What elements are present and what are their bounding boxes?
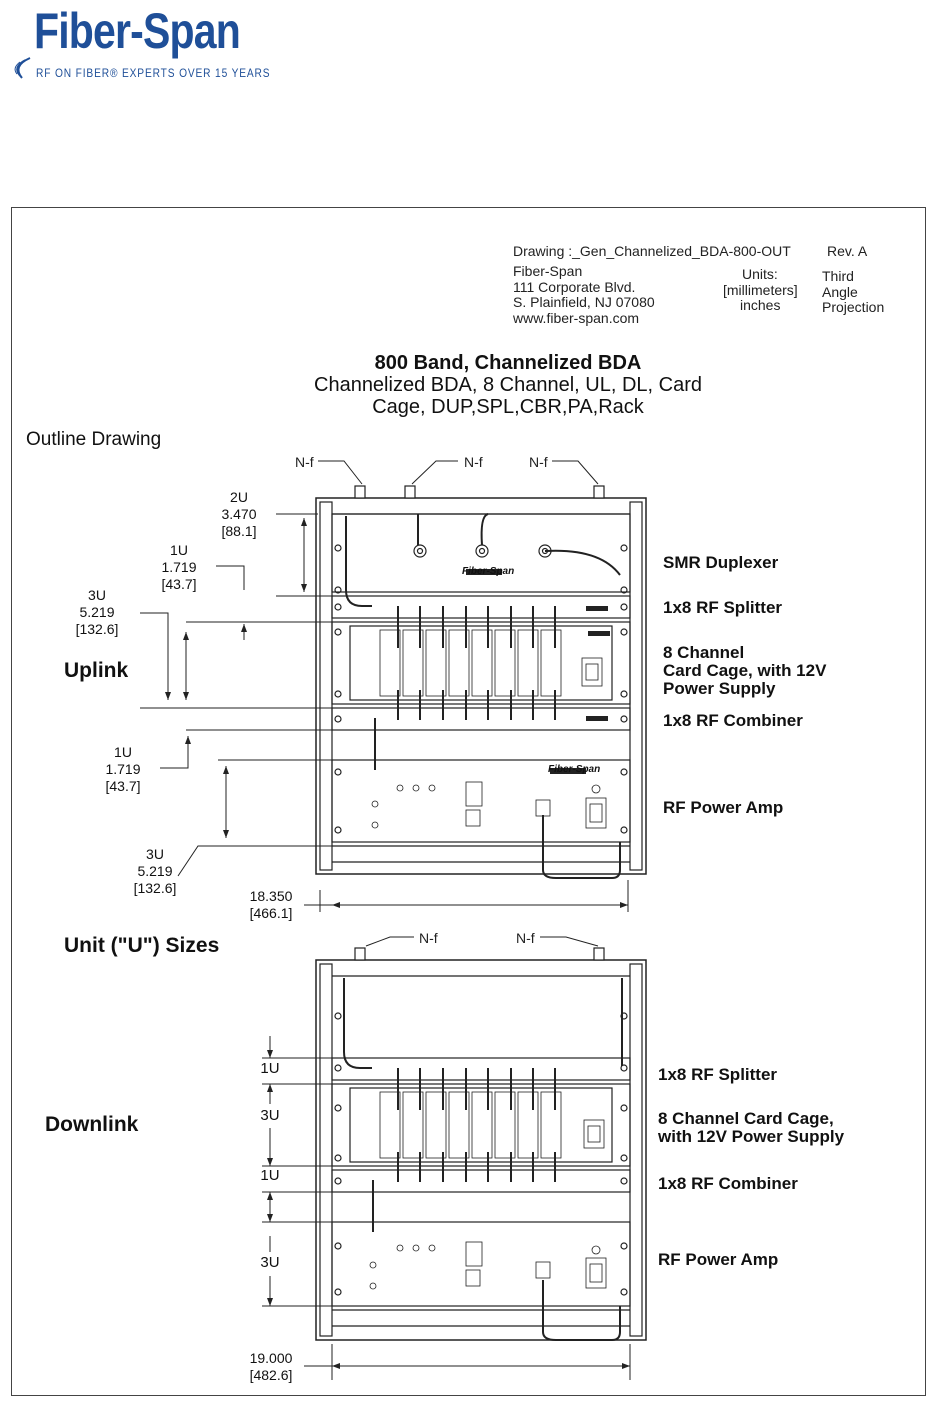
dim-3u-unit: 3U (88, 587, 106, 603)
downlink-unit-3u: 3U (260, 1107, 280, 1124)
dim-1u-inches: 1.719 (161, 559, 197, 575)
projection-line-2: Angle (822, 284, 858, 300)
downlink-channel-jumpers (397, 1068, 556, 1182)
dim-2u-mm: [88.1] (221, 523, 257, 539)
downlink-unit-1u-b: 1U (260, 1167, 280, 1184)
dim-3u-inches: 5.219 (79, 604, 115, 620)
outline-drawing-label: Outline Drawing (26, 429, 162, 450)
downlink-connector-1-label: N-f (419, 930, 438, 946)
downlink-channel-cards (379, 1091, 605, 1159)
downlink-width-mm: [482.6] (249, 1367, 293, 1383)
drawing-subtitle-2: Cage, DUP,SPL,CBR,PA,Rack (372, 396, 644, 418)
downlink-connector-2-label: N-f (516, 930, 535, 946)
uplink-channel-jumpers (397, 606, 556, 720)
drawing-frame (11, 207, 926, 1396)
downlink-unit-3u-b: 3U (260, 1254, 280, 1271)
dim-1u-b-unit: 1U (114, 744, 132, 760)
drawing-subtitle-1: Channelized BDA, 8 Channel, UL, DL, Card (314, 374, 702, 396)
uplink-connector-icons (354, 485, 605, 558)
uplink-channel-cards (379, 629, 603, 697)
drawing-title: 800 Band, Channelized BDA (374, 352, 642, 374)
uplink-connector-leaders (318, 460, 599, 485)
downlink-amp-details (369, 1241, 607, 1290)
uplink-cables (345, 513, 621, 879)
address-line-2: S. Plainfield, NJ 07080 (513, 294, 655, 310)
projection-line-3: Projection (822, 299, 885, 315)
website: www.fiber-span.com (513, 310, 640, 326)
dim-3u-mm: [132.6] (75, 621, 119, 637)
uplink-amp-details (371, 781, 607, 829)
uplink-combiner-label: 1x8 RF Combiner (663, 711, 803, 730)
downlink-card-cage-label-1: 8 Channel Card Cage, (658, 1109, 834, 1128)
uplink-splitter-label: 1x8 RF Splitter (663, 598, 783, 617)
uplink-amp-brand: Fiber-Span (548, 764, 601, 775)
dim-3u-b-inches: 5.219 (137, 863, 173, 879)
uplink-power-amp-label: RF Power Amp (663, 798, 784, 817)
dim-1u-mm: [43.7] (161, 576, 197, 592)
dim-1u-b-inches: 1.719 (105, 761, 141, 777)
dim-2u-unit: 2U (230, 489, 248, 505)
revision: Rev. A (827, 243, 868, 259)
uplink-card-cage-label-1: 8 Channel (663, 643, 745, 662)
logo-tagline: RF ON FIBER® EXPERTS OVER 15 YEARS (36, 66, 271, 80)
uplink-connector-2-label: N-f (464, 454, 483, 470)
downlink-combiner-label: 1x8 RF Combiner (658, 1174, 798, 1193)
downlink-label: Downlink (45, 1113, 139, 1136)
uplink-width-mm: [466.1] (249, 905, 293, 921)
logo-swoosh-icon (14, 57, 31, 79)
downlink-rack (315, 959, 647, 1341)
downlink-power-amp-label: RF Power Amp (658, 1250, 779, 1269)
dim-3u-b-mm: [132.6] (133, 880, 177, 896)
downlink-mount-holes (334, 1012, 628, 1296)
uplink-label: Uplink (64, 659, 129, 682)
uplink-smr-duplexer-label: SMR Duplexer (663, 553, 779, 572)
units-primary: [millimeters] (723, 282, 798, 298)
uplink-card-cage-label-2: Card Cage, with 12V (663, 661, 827, 680)
downlink-cables (343, 978, 623, 1341)
downlink-dimension-arrows (267, 1050, 630, 1369)
downlink-splitter-label: 1x8 RF Splitter (658, 1065, 778, 1084)
drawing-number: Drawing :_Gen_Channelized_BDA-800-OUT (513, 243, 791, 259)
uplink-card-cage-label-3: Power Supply (663, 679, 776, 698)
uplink-duplexer-brand: Fiber-Span (462, 566, 515, 577)
uplink-mount-holes (334, 544, 628, 834)
units-secondary: inches (740, 297, 781, 313)
uplink-connector-3-label: N-f (529, 454, 548, 470)
projection-line-1: Third (822, 268, 854, 284)
downlink-unit-1u: 1U (260, 1060, 280, 1077)
downlink-card-cage-label-2: with 12V Power Supply (658, 1127, 845, 1146)
dim-1u-unit: 1U (170, 542, 188, 558)
units-label: Units: (742, 266, 778, 282)
address-line-1: 111 Corporate Blvd. (513, 279, 636, 295)
uplink-width-inches: 18.350 (249, 888, 293, 904)
dim-1u-b-mm: [43.7] (105, 778, 141, 794)
uplink-dimension-arrows (165, 518, 628, 908)
uplink-brand-plates (466, 569, 610, 774)
unit-sizes-label: Unit ("U") Sizes (64, 934, 220, 957)
downlink-connector-leaders (365, 936, 599, 947)
uplink-connector-1-label: N-f (295, 454, 314, 470)
logo-wordmark: Fiber-Span (34, 3, 241, 59)
downlink-connector-icons (354, 947, 605, 961)
dim-2u-inches: 3.470 (221, 506, 257, 522)
downlink-width-inches: 19.000 (249, 1350, 293, 1366)
uplink-dimension-lines (140, 513, 629, 912)
dim-3u-b-unit: 3U (146, 846, 164, 862)
uplink-rack (315, 497, 647, 875)
company-name: Fiber-Span (513, 263, 583, 279)
